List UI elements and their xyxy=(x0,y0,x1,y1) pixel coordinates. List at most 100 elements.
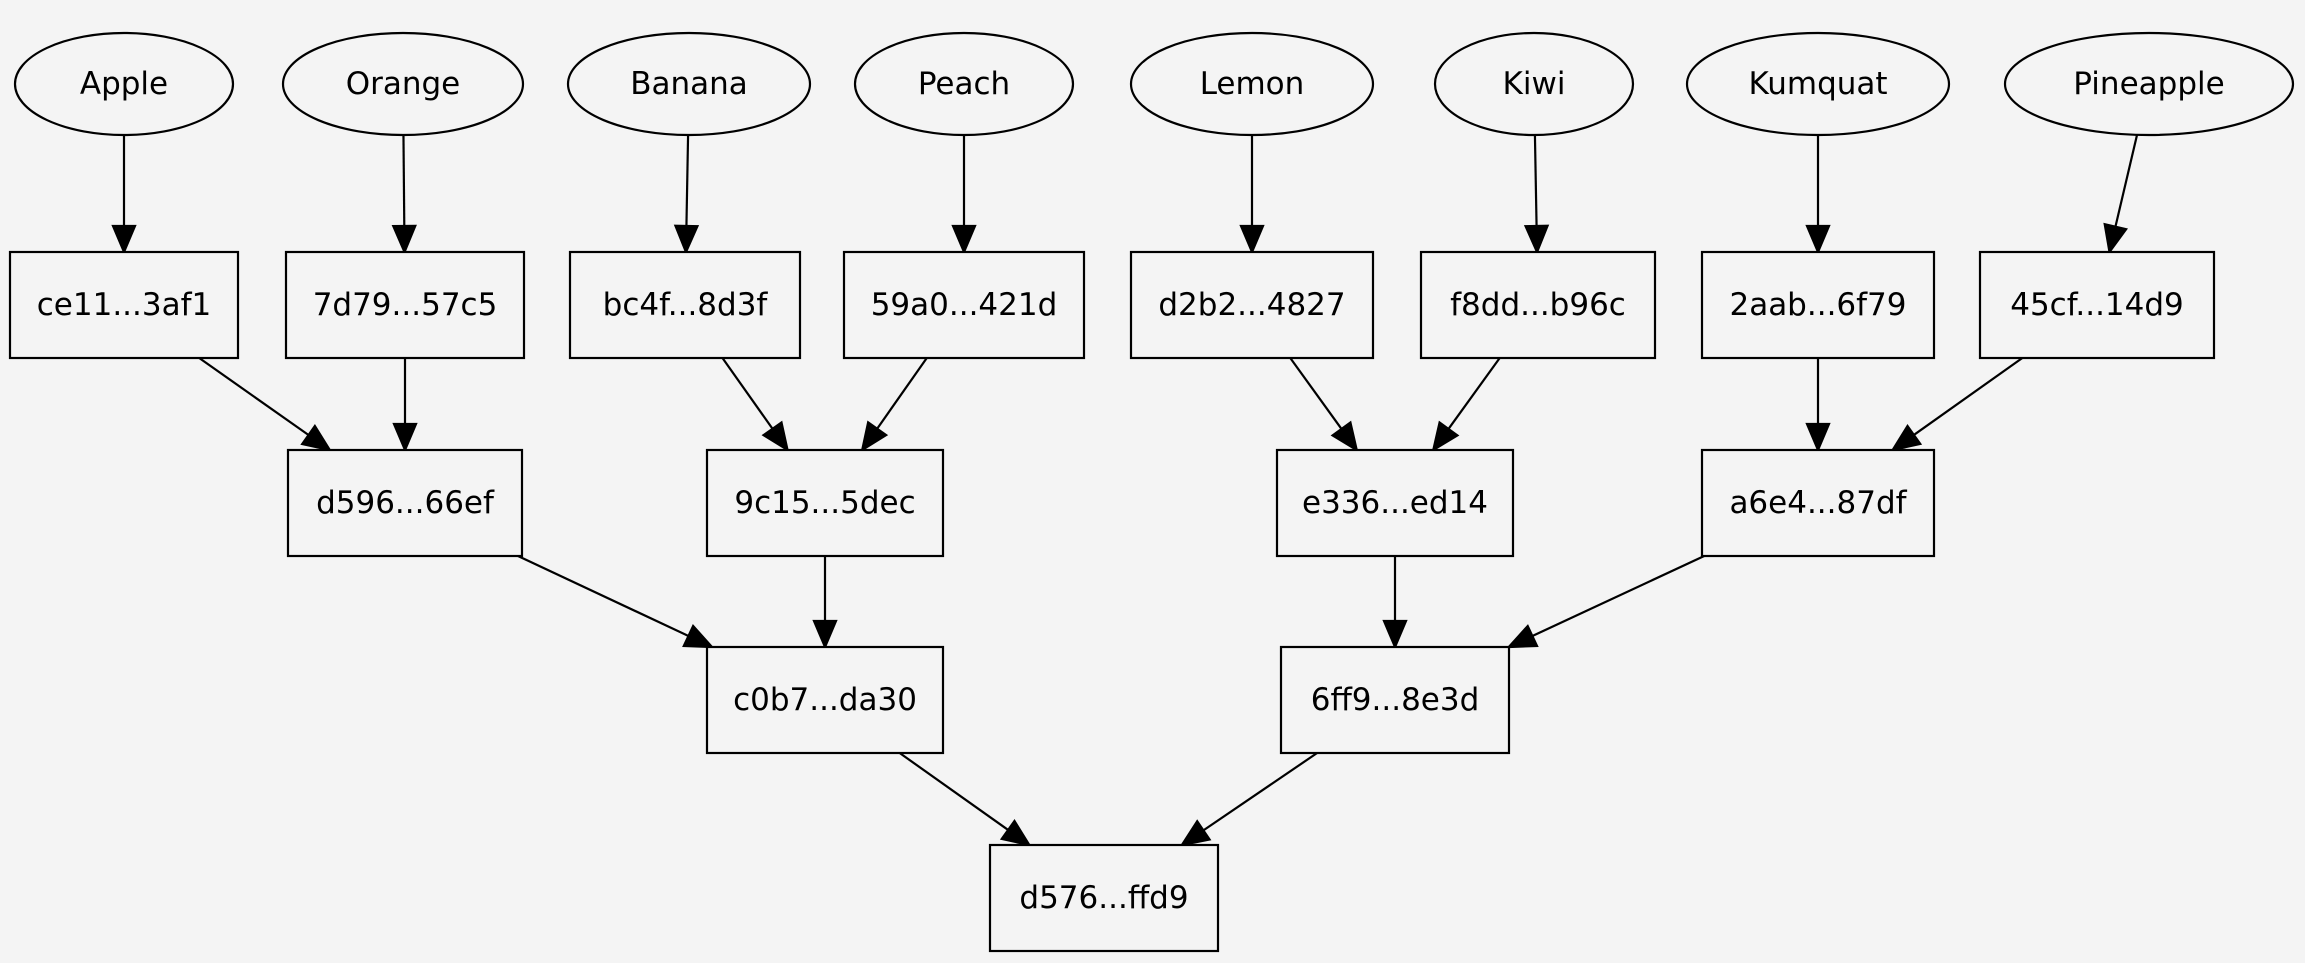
hash-box xyxy=(568,250,802,360)
hash-node-h_7d79: 7d79...57c5 xyxy=(284,250,526,360)
edges-layer xyxy=(111,134,2139,847)
leaf-ellipse xyxy=(1433,31,1635,137)
edge-h_ce11-to-h_d596 xyxy=(198,357,310,436)
hash-box xyxy=(705,448,945,558)
arrowhead-h_45cf-to-h_a6e4 xyxy=(1890,423,1923,452)
node-label: Pineapple xyxy=(2073,66,2224,102)
node-label: d596...66ef xyxy=(316,485,495,521)
node-label: a6e4...87df xyxy=(1729,485,1907,521)
leaf-node-orange: Orange xyxy=(281,31,525,137)
arrowhead-h_d2b2-to-h_e336 xyxy=(1330,420,1359,453)
hash-node-h_59a0: 59a0...421d xyxy=(842,250,1086,360)
arrowhead-banana-to-h_bc4f xyxy=(673,224,700,255)
arrowhead-h_9c15-to-h_c0b7 xyxy=(812,619,838,650)
hash-node-h_ce11: ce11...3af1 xyxy=(8,250,240,360)
arrowhead-pineapple-to-h_45cf xyxy=(2103,222,2129,255)
arrowhead-h_7d79-to-h_d596 xyxy=(392,422,418,453)
hash-box xyxy=(1419,250,1657,360)
leaf-ellipse xyxy=(281,31,525,137)
node-label: 59a0...421d xyxy=(871,287,1058,323)
hash-box xyxy=(1129,250,1375,360)
node-label: d2b2...4827 xyxy=(1158,287,1345,323)
hash-box xyxy=(1279,645,1511,755)
edge-h_6ff9-to-h_d576 xyxy=(1202,752,1318,832)
hash-node-h_6ff9: 6ff9...8e3d xyxy=(1279,645,1511,755)
leaf-ellipse xyxy=(853,31,1075,137)
edge-orange-to-h_7d79 xyxy=(402,134,406,227)
node-label: Orange xyxy=(346,66,461,102)
arrowhead-apple-to-h_ce11 xyxy=(111,224,137,255)
node-label: Kumquat xyxy=(1748,66,1887,102)
arrowhead-lemon-to-h_d2b2 xyxy=(1239,224,1265,255)
edge-banana-to-h_bc4f xyxy=(685,134,690,227)
edge-kiwi-to-h_f8dd xyxy=(1533,134,1538,227)
hash-box xyxy=(842,250,1086,360)
edge-h_bc4f-to-h_9c15 xyxy=(721,357,774,430)
arrowhead-h_ce11-to-h_d596 xyxy=(300,424,333,452)
node-label: 7d79...57c5 xyxy=(313,287,498,323)
hash-box xyxy=(1700,448,1936,558)
leaf-node-peach: Peach xyxy=(853,31,1075,137)
edge-h_45cf-to-h_a6e4 xyxy=(1913,357,2023,436)
leaf-node-kiwi: Kiwi xyxy=(1433,31,1635,137)
leaf-ellipse xyxy=(1129,31,1375,137)
edge-h_a6e4-to-h_6ff9 xyxy=(1531,555,1705,638)
hash-box xyxy=(1978,250,2216,360)
leaf-node-banana: Banana xyxy=(566,31,812,137)
hash-node-h_45cf: 45cf...14d9 xyxy=(1978,250,2216,360)
leaf-node-apple: Apple xyxy=(13,31,235,137)
hash-box xyxy=(988,843,1220,953)
node-label: Lemon xyxy=(1200,66,1305,102)
edge-h_f8dd-to-h_e336 xyxy=(1447,357,1501,430)
hash-box xyxy=(284,250,526,360)
arrowhead-h_bc4f-to-h_9c15 xyxy=(761,420,790,453)
node-label: 45cf...14d9 xyxy=(2010,287,2184,323)
node-label: Kiwi xyxy=(1503,66,1566,102)
arrowhead-h_59a0-to-h_9c15 xyxy=(860,420,889,453)
arrowhead-h_c0b7-to-h_d576 xyxy=(999,818,1032,847)
hash-node-h_f8dd: f8dd...b96c xyxy=(1419,250,1657,360)
leaf-node-kumquat: Kumquat xyxy=(1685,31,1951,137)
node-label: Peach xyxy=(918,66,1010,102)
leaf-node-pineapple: Pineapple xyxy=(2003,31,2295,137)
arrowhead-h_d596-to-h_c0b7 xyxy=(682,624,715,649)
hash-node-h_d576: d576...ffd9 xyxy=(988,843,1220,953)
arrowhead-h_a6e4-to-h_6ff9 xyxy=(1506,624,1539,649)
arrowhead-kiwi-to-h_f8dd xyxy=(1523,224,1550,255)
hash-node-h_e336: e336...ed14 xyxy=(1275,448,1515,558)
node-label: 9c15...5dec xyxy=(734,485,915,521)
arrowhead-h_f8dd-to-h_e336 xyxy=(1431,420,1460,453)
hash-node-h_a6e4: a6e4...87df xyxy=(1700,448,1936,558)
node-label: f8dd...b96c xyxy=(1450,287,1626,323)
edge-h_59a0-to-h_9c15 xyxy=(876,357,928,430)
arrowhead-peach-to-h_59a0 xyxy=(951,224,977,255)
hash-box xyxy=(286,448,524,558)
node-label: Banana xyxy=(630,66,748,102)
node-label: e336...ed14 xyxy=(1302,485,1488,521)
node-label: 6ff9...8e3d xyxy=(1311,682,1480,718)
edge-h_d596-to-h_c0b7 xyxy=(517,555,689,637)
edge-h_c0b7-to-h_d576 xyxy=(899,752,1009,831)
node-label: bc4f...8d3f xyxy=(603,287,769,323)
arrowhead-h_6ff9-to-h_d576 xyxy=(1179,819,1212,847)
node-label: 2aab...6f79 xyxy=(1729,287,1906,323)
leaf-ellipse xyxy=(13,31,235,137)
hash-node-h_2aab: 2aab...6f79 xyxy=(1700,250,1936,360)
hash-node-h_d2b2: d2b2...4827 xyxy=(1129,250,1375,360)
arrowhead-kumquat-to-h_2aab xyxy=(1805,224,1831,255)
node-label: Apple xyxy=(80,66,168,102)
arrowhead-h_e336-to-h_6ff9 xyxy=(1382,619,1408,650)
node-label: d576...ffd9 xyxy=(1019,880,1188,916)
hash-box xyxy=(705,645,945,755)
hash-box xyxy=(8,250,240,360)
leaf-ellipse xyxy=(566,31,812,137)
hash-node-h_d596: d596...66ef xyxy=(286,448,524,558)
leaf-node-lemon: Lemon xyxy=(1129,31,1375,137)
arrowhead-h_2aab-to-h_a6e4 xyxy=(1805,422,1831,453)
nodes-layer: Apple Orange Banana Peach Lemon Kiwi Kumquat Pi… xyxy=(8,31,2295,953)
arrowhead-orange-to-h_7d79 xyxy=(391,224,417,255)
leaf-ellipse xyxy=(2003,31,2295,137)
hash-box xyxy=(1700,250,1936,360)
hash-box xyxy=(1275,448,1515,558)
